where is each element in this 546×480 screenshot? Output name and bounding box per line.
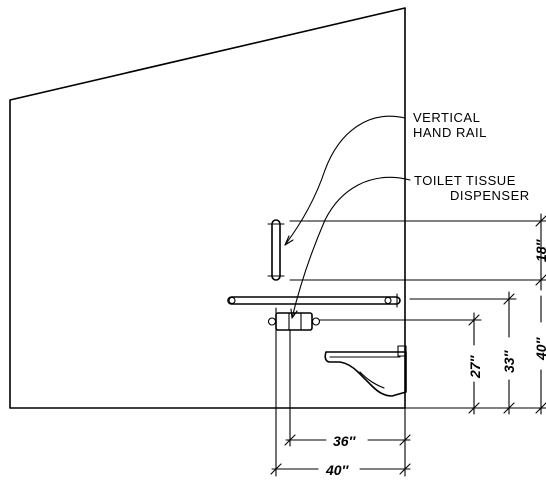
dimension-40-horizontal-label: 40″: [325, 462, 350, 478]
label-toilet-tissue-line1: TOILET TISSUE: [414, 173, 516, 188]
dimension-33-label: 33″: [501, 349, 517, 373]
dimension-18-label: 18″: [533, 238, 546, 262]
vertical-hand-rail: [267, 219, 285, 281]
dimension-40-vertical: 40″: [533, 295, 546, 415]
label-toilet-tissue-line2: DISPENSER: [450, 188, 530, 203]
dimension-27-label: 27″: [467, 354, 483, 379]
wall-outline: [9, 7, 406, 409]
leader-toilet-tissue-dispenser: [290, 176, 411, 319]
extension-lines-right: [289, 220, 546, 409]
dimension-40-horizontal: 40″: [270, 462, 411, 478]
dimension-33: 33″: [501, 291, 517, 415]
dimension-18: 18″: [533, 213, 546, 291]
dimension-36: 36″: [284, 433, 411, 449]
label-vertical-hand-rail-line2: HAND RAIL: [413, 125, 487, 140]
dimension-36-label: 36″: [333, 433, 357, 449]
wall-hung-toilet: [324, 345, 407, 397]
label-vertical-hand-rail-line1: VERTICAL: [413, 110, 480, 125]
dimension-40-vertical-label: 40″: [533, 336, 546, 361]
extension-lines-bottom: [275, 307, 406, 477]
dimension-27: 27″: [467, 312, 483, 415]
horizontal-grab-bar: [227, 293, 401, 308]
leader-vertical-hand-rail: [284, 115, 406, 246]
